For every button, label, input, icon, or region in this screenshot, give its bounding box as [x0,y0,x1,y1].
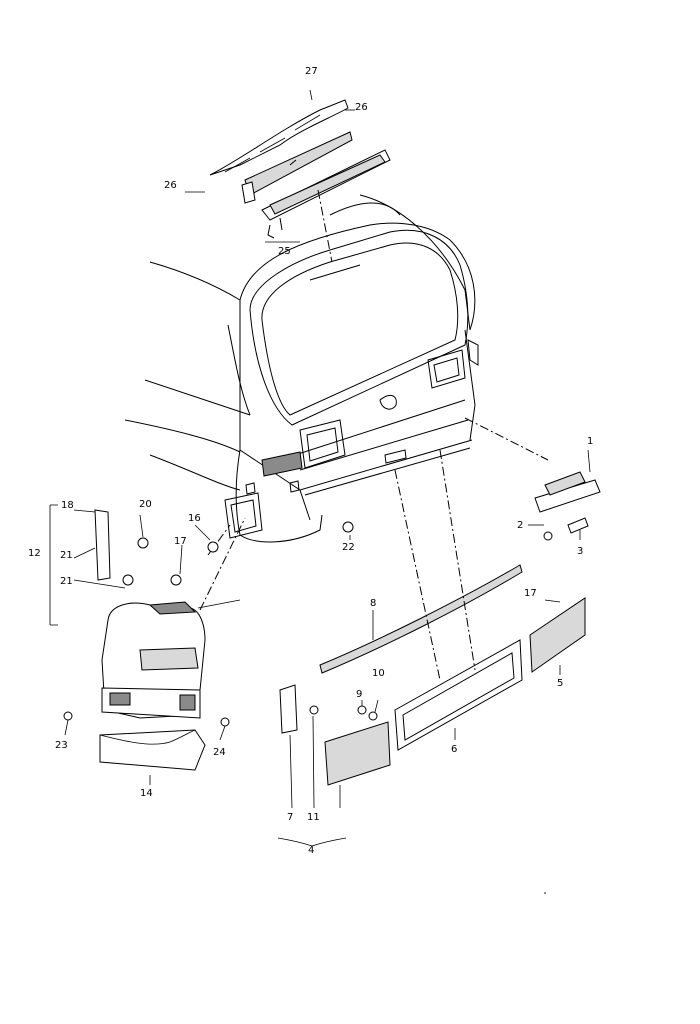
callout-25: 25 [278,246,291,257]
stray-dot [544,892,546,894]
leader-spoiler [317,189,333,263]
callout-23: 23 [55,740,68,751]
callout-17-right: 17 [524,588,537,599]
callout-leaders [49,89,591,847]
tail-lamp-assembly [63,509,230,771]
callout-7: 7 [287,812,293,823]
callout-12: 12 [28,548,41,559]
callout-22: 22 [342,542,355,553]
callout-17-left: 17 [174,536,187,547]
leader-handle [464,417,549,461]
callout-3: 3 [577,546,583,557]
callout-27: 27 [305,66,318,77]
callout-14: 14 [140,788,153,799]
callout-11: 11 [307,812,320,823]
body-light-openings [299,339,479,469]
callout-26-left: 26 [164,180,177,191]
callout-6: 6 [451,744,457,755]
handle-unit [534,471,601,541]
callout-16: 16 [188,513,201,524]
callout-26-top: 26 [355,102,368,113]
left-rear-corner [224,449,323,543]
weatherstrip [319,564,523,674]
leader-garnish-a [394,469,441,681]
callout-20: 21 [60,576,73,587]
callout-5: 5 [557,678,563,689]
spoiler-assembly [209,99,391,239]
callout-4: 4 [308,845,314,856]
callout-18: 18 [61,500,74,511]
leader-tail-lamp [199,517,246,611]
callout-2: 2 [517,520,523,531]
license-garnish [279,597,586,786]
vehicle-rear-body [124,194,476,521]
callout-21-top: 20 [139,499,152,510]
callout-9: 9 [356,689,362,700]
callout-8: 8 [370,598,376,609]
callout-1: 1 [587,436,593,447]
rear-window [249,229,469,426]
callout-21-left: 21 [60,550,73,561]
fasteners-left [170,521,354,586]
callout-labels: 27 26 26 25 1 2 3 22 18 20 16 17 12 21 2… [28,66,593,856]
callout-24: 24 [213,747,226,758]
callout-10: 10 [372,668,385,679]
leader-garnish-b [439,449,476,671]
